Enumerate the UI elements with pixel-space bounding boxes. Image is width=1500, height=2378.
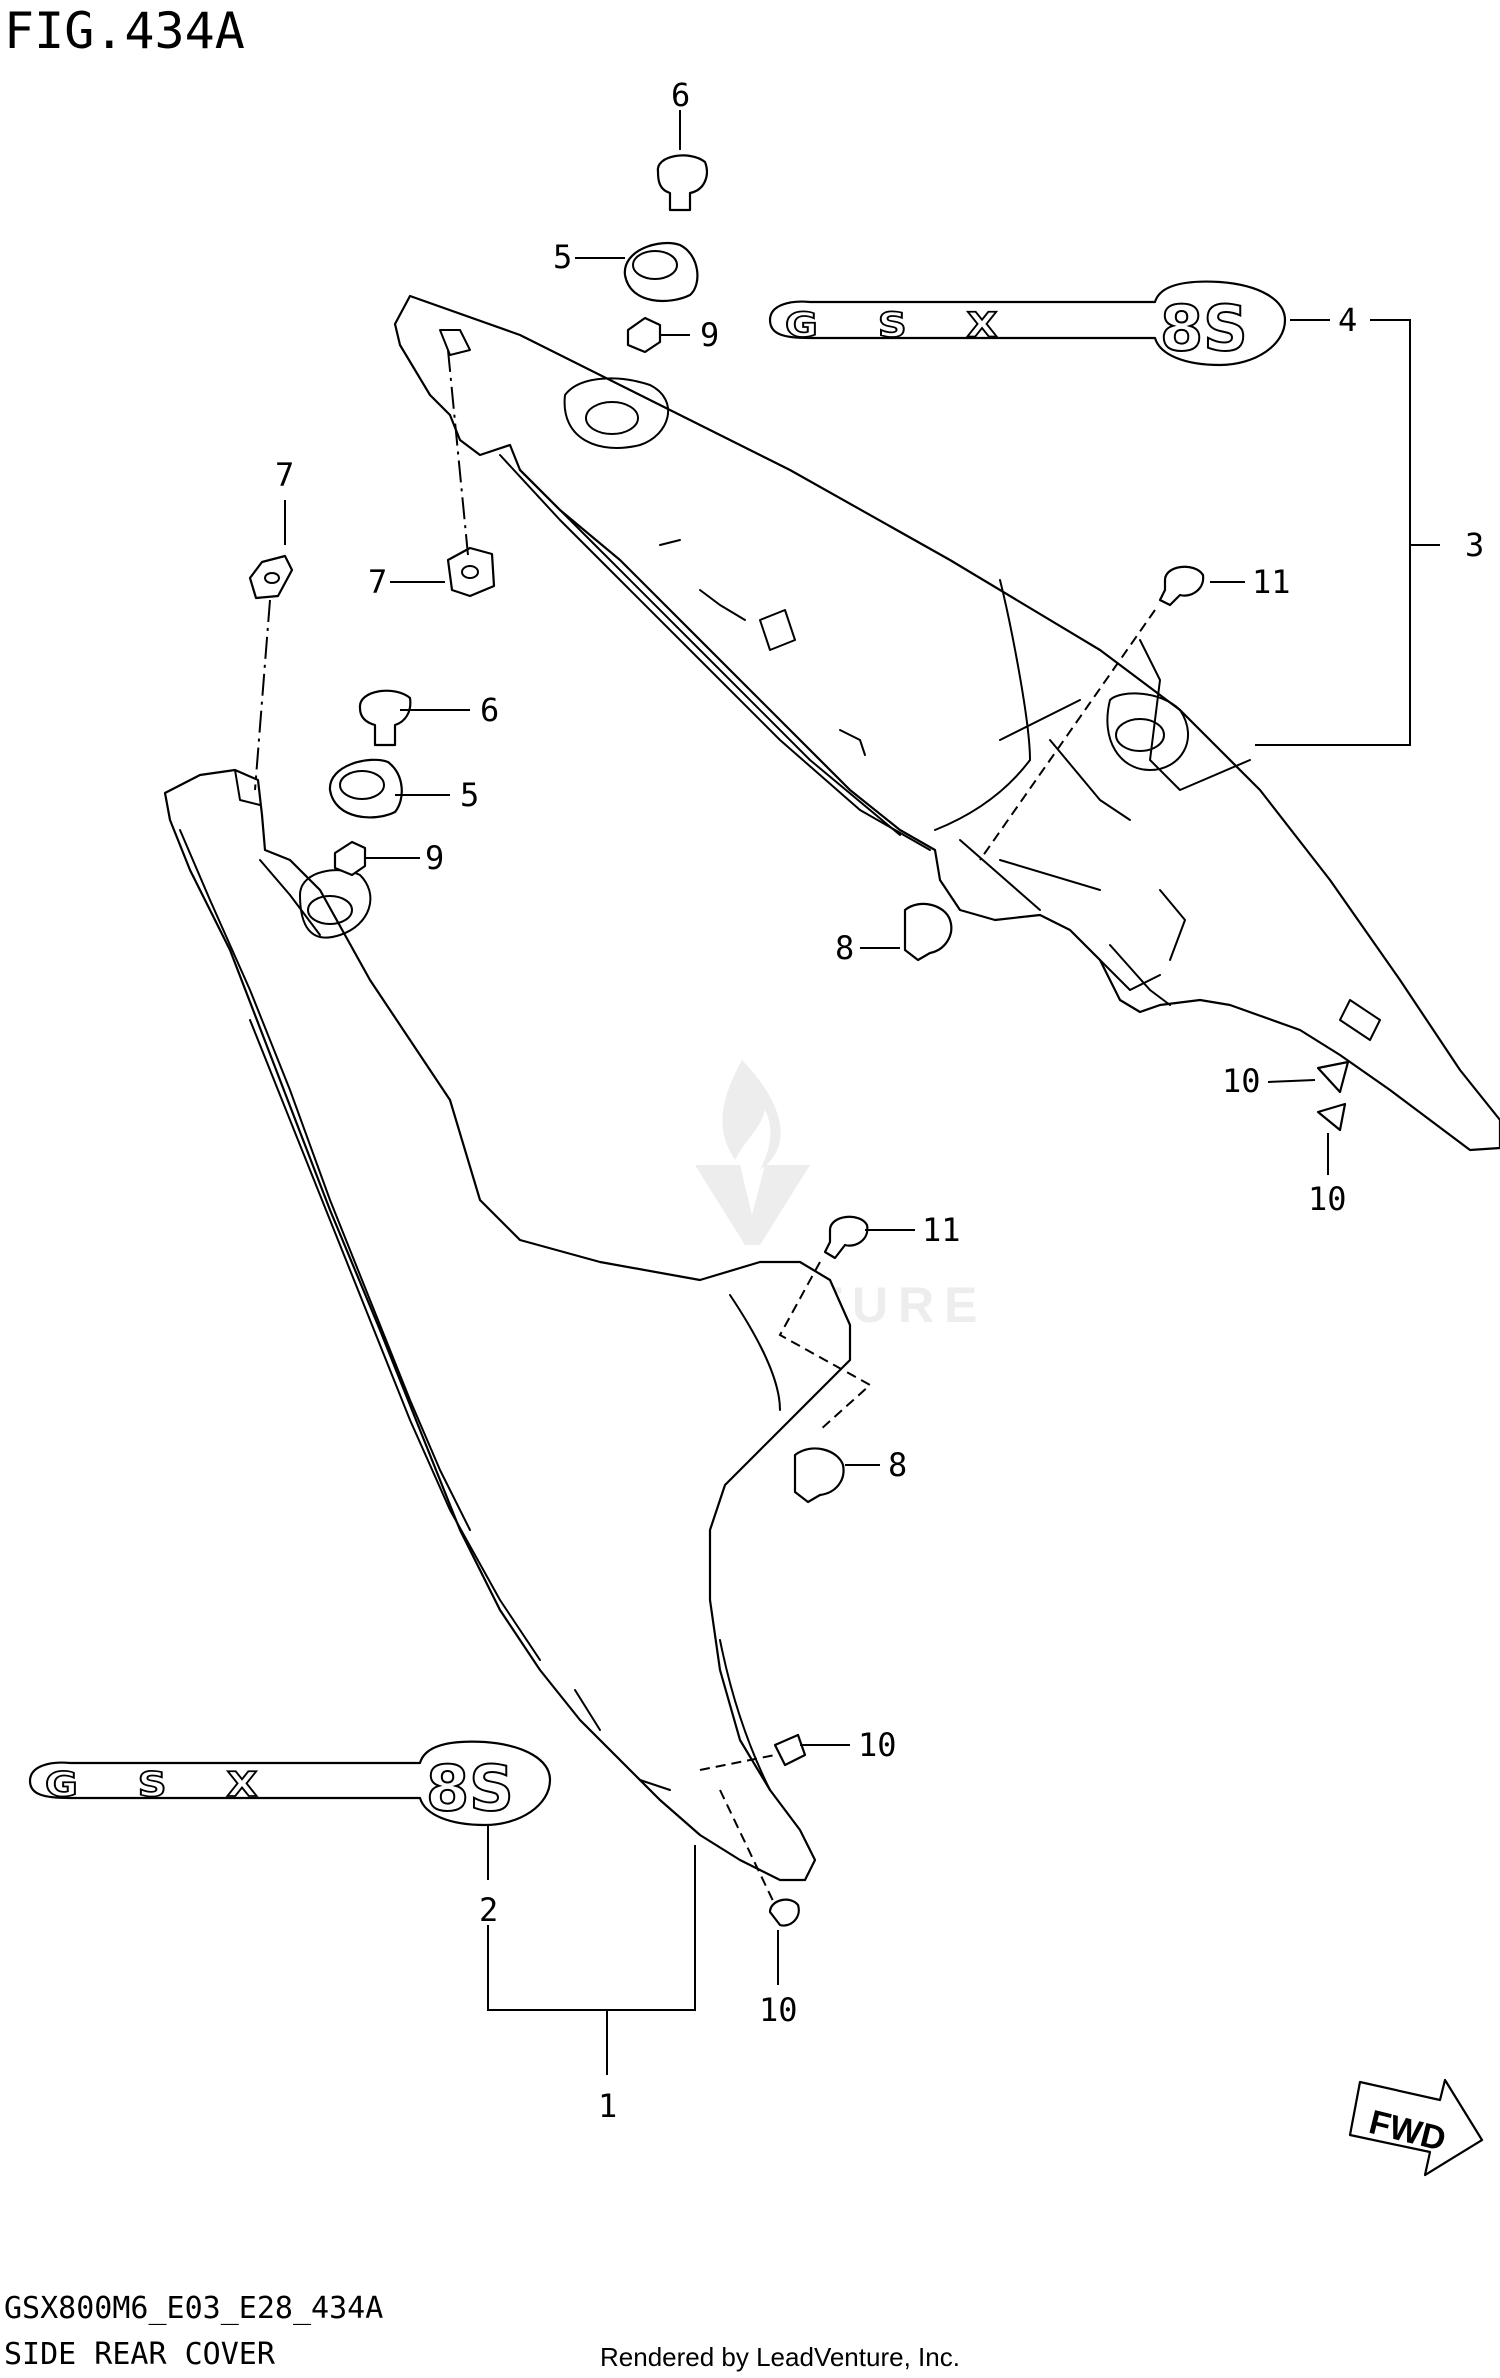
grommet-top-assembly [623, 154, 708, 354]
callout-7-left: 7 [275, 456, 294, 494]
clip-nut-left-icon [248, 554, 294, 600]
watermark-logo-icon [695, 1060, 810, 1245]
callout-8-upper: 8 [835, 929, 854, 967]
assembly-lines [254, 349, 1156, 1906]
figure-number: FIG.434A [4, 2, 245, 60]
rivet-upper-icon [903, 902, 953, 962]
callout-7-center: 7 [368, 563, 387, 601]
model-code: GSX800M6_E03_E28_434A [4, 2291, 383, 2326]
callout-8-lower: 8 [888, 1446, 907, 1484]
push-clip-icon [768, 1060, 1350, 1927]
leader-lines [284, 110, 1440, 2075]
callout-numbers: 6 5 9 4 3 7 7 11 6 5 9 8 10 10 11 8 10 2… [275, 76, 1484, 2125]
callout-9-top: 9 [700, 316, 719, 354]
callout-5-mid: 5 [460, 776, 479, 814]
callout-10-lower-a: 10 [858, 1726, 897, 1764]
grommet-mid-assembly [328, 689, 412, 877]
callout-2: 2 [479, 1891, 498, 1929]
side-rear-cover-left-drawing [163, 768, 852, 1882]
emblem-lower-badge: 8S [426, 1752, 514, 1825]
callout-3: 3 [1465, 526, 1484, 564]
callout-11-lower: 11 [922, 1211, 961, 1249]
render-credit: Rendered by LeadVenture, Inc. [600, 2342, 960, 2372]
screw-upper-icon [1158, 565, 1205, 607]
screw-lower-icon [823, 1215, 869, 1260]
callout-1: 1 [598, 2087, 617, 2125]
forward-arrow-icon: FWD [1348, 2078, 1484, 2177]
callout-6-top: 6 [671, 76, 690, 114]
figure-title: SIDE REAR COVER [4, 2337, 276, 2372]
emblem-upper-letters: GSX [785, 305, 1057, 344]
callout-6-mid: 6 [480, 691, 499, 729]
callout-10-lower-b: 10 [759, 1991, 798, 2029]
callout-11-upper: 11 [1252, 563, 1291, 601]
callout-10-right-a: 10 [1222, 1062, 1261, 1100]
callout-5-top: 5 [553, 238, 572, 276]
rivet-lower-icon [793, 1447, 845, 1504]
emblem-upper-badge: 8S [1160, 292, 1248, 365]
callout-4: 4 [1338, 301, 1357, 339]
side-rear-cover-right-drawing [393, 294, 1500, 1152]
clip-nut-center-icon [446, 546, 496, 598]
emblem-upper: GSX 8S [768, 280, 1287, 367]
emblem-lower: GSX 8S [28, 1740, 552, 1827]
callout-9-mid: 9 [425, 839, 444, 877]
emblem-lower-letters: GSX [45, 1765, 317, 1804]
callout-10-right-b: 10 [1308, 1180, 1347, 1218]
